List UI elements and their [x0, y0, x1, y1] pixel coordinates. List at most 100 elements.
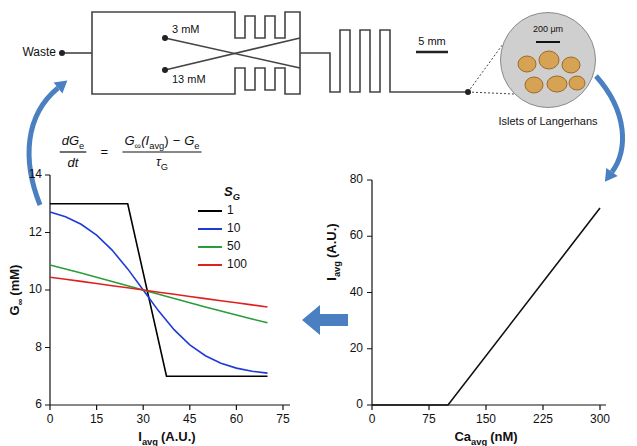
inlet-label: 3 mM [172, 23, 200, 35]
tick-label-text: 75 [422, 412, 435, 426]
equation-term-text: e [79, 140, 84, 150]
axis-label-text: Ca [454, 429, 471, 444]
tick-label-text: 300 [590, 412, 610, 426]
tick-label-text: 80 [350, 172, 363, 186]
readout-arrow [596, 76, 623, 172]
equation-term-text: = [101, 144, 109, 159]
tick-label: 45 [183, 413, 196, 426]
tick-label: 300 [590, 413, 610, 426]
fraction-bar [60, 151, 87, 152]
tick-label-text: 15 [90, 412, 103, 426]
tick-label-text: 12 [29, 225, 42, 239]
tick-label: 60 [230, 413, 243, 426]
tick-label-text: 0 [356, 397, 363, 411]
channel [165, 38, 300, 70]
islet [518, 56, 536, 72]
transfer-curve [372, 208, 600, 405]
feedback-arrow [29, 88, 58, 205]
axis-label-text: avg [471, 436, 487, 446]
tick-marks [367, 180, 372, 405]
legend-text: 10 [227, 222, 240, 235]
tick-label: 6 [35, 398, 42, 411]
tick-label-text: 40 [350, 285, 363, 299]
inlet-label: 13 mM [172, 73, 206, 85]
scale-bar [416, 51, 448, 54]
axis-label: Iavg (A.U.) [325, 223, 342, 280]
tick-label-text: 150 [476, 412, 496, 426]
tick-label: 20 [350, 342, 363, 355]
inlet-label-text: 13 mM [172, 73, 206, 85]
islet [547, 76, 567, 92]
axis-label-text: avg [331, 261, 341, 277]
tick-label: 0 [356, 398, 363, 411]
axis-label-text: (nM) [490, 429, 517, 444]
legend-line [198, 264, 222, 266]
equation-term-text: ) [164, 133, 168, 148]
arrow-head [54, 80, 68, 93]
model-curve [50, 212, 268, 373]
port-dot [162, 35, 168, 41]
model-curve [50, 265, 268, 323]
tick-label-text: 0 [369, 412, 376, 426]
equation-term: τG [156, 155, 168, 172]
tick-label: 15 [90, 413, 103, 426]
block-arrow [302, 305, 348, 335]
tick-label: 60 [350, 230, 363, 243]
equation-term: G∞(Iavg)−Ge [124, 134, 199, 151]
port-label-text: Waste [22, 45, 56, 59]
axis-label-text: (A.U.) [324, 223, 339, 258]
equation-term-text: dt [68, 155, 79, 170]
islet [539, 51, 559, 69]
model-curve [50, 277, 268, 307]
axis-label-text: I [138, 429, 142, 444]
ports [59, 35, 471, 95]
sample-label: Islets of Langerhans [498, 115, 597, 127]
tick-label: 150 [476, 413, 496, 426]
tick-label-text: 14 [29, 167, 42, 181]
tick-marks [45, 175, 50, 405]
equation-term: dGe [62, 134, 85, 151]
tick-label-text: 6 [35, 397, 42, 411]
legend-text: 50 [227, 240, 240, 253]
left-axes [45, 175, 290, 410]
tick-label: 75 [276, 413, 289, 426]
arrow-head [605, 168, 618, 182]
equation-term-text: − [173, 133, 181, 148]
equation-term-text: ∞ [135, 140, 142, 150]
port-dot [162, 67, 168, 73]
legend-title: SG [224, 185, 240, 202]
tick-label-text: 20 [350, 341, 363, 355]
tick-label-text: 60 [350, 229, 363, 243]
tick-label: 30 [137, 413, 150, 426]
axis-label-text: I [324, 277, 339, 281]
microfluidic-chip [62, 12, 514, 94]
tick-label: 8 [35, 341, 42, 354]
islet [562, 57, 580, 73]
equation-term-text: dG [62, 133, 79, 148]
scale-label-text: 5 mm [418, 35, 446, 47]
islet [525, 77, 543, 93]
legend-text: 100 [227, 258, 247, 271]
port-label: Waste [22, 46, 56, 59]
fraction-bar [122, 151, 201, 152]
axis-label: Iavg(A.U.) [138, 430, 195, 446]
equation-term-text: (I [141, 133, 149, 148]
legend-text: 1 [227, 204, 234, 217]
axis-label-text: (mM) [7, 265, 22, 296]
tick-label: 0 [47, 413, 54, 426]
scale-label: 200 μm [501, 25, 595, 35]
equation-term-text: avg [149, 140, 164, 150]
axis-label-text: avg [142, 436, 158, 446]
channel [62, 52, 92, 54]
axis-label: Caavg(nM) [454, 430, 517, 446]
tick-label-text: 8 [35, 340, 42, 354]
equation-term-text: τ [156, 154, 161, 169]
tick-label-text: 75 [276, 412, 289, 426]
tick-label: 225 [533, 413, 553, 426]
port-dot [465, 89, 471, 95]
sample-label-text: Islets of Langerhans [498, 115, 597, 127]
tick-label: 80 [350, 173, 363, 186]
tick-label-text: 10 [29, 282, 42, 296]
tick-label-text: 45 [183, 412, 196, 426]
tick-label-text: 0 [47, 412, 54, 426]
